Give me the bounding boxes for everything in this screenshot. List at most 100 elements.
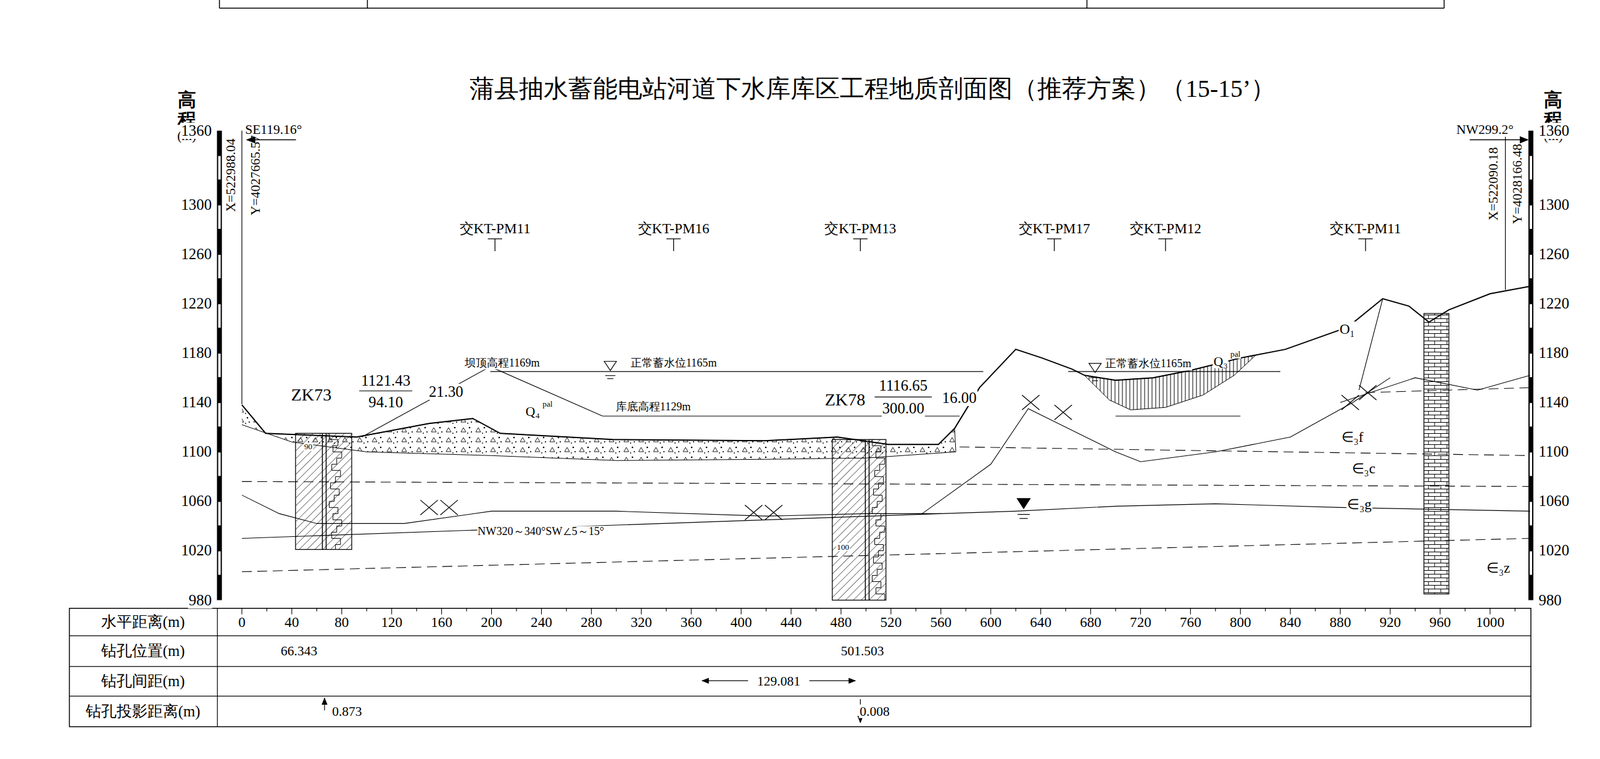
table-tick <box>1340 608 1341 615</box>
table-tick <box>1140 608 1141 615</box>
borehole-column <box>832 439 887 600</box>
bedding-attitude: NW320～340°SW∠5～15° <box>476 525 605 538</box>
table-tick <box>840 608 842 615</box>
borehole-water-depth: 16.00 <box>941 389 978 407</box>
coordinate: Y=4027665.57 <box>248 135 263 217</box>
elevation-ruler <box>218 501 221 526</box>
borehole-elevation: 1121.43 <box>360 372 411 389</box>
q3-deposit <box>1084 355 1256 410</box>
borehole-water-depth: 21.30 <box>428 383 465 400</box>
ground-surface <box>241 286 1531 445</box>
elevation-tick: 1220 <box>1538 295 1571 312</box>
table-tick <box>466 608 468 612</box>
frame-line <box>1086 0 1088 9</box>
bearing-arrow <box>1469 139 1528 141</box>
elevation-ruler <box>1529 304 1533 328</box>
table-tick <box>1514 608 1516 612</box>
table-tick <box>1040 608 1041 615</box>
elevation-ruler <box>218 402 221 427</box>
projection-distance: 0.008 <box>858 704 890 719</box>
section-point: 交KT-PM17 <box>1018 220 1091 236</box>
borehole-elevation: 1116.65 <box>878 377 929 394</box>
stratum-genesis: pal <box>541 399 553 409</box>
distance-tick: 480 <box>829 614 853 630</box>
borehole-axis <box>865 439 867 600</box>
borehole-position: 66.343 <box>280 644 318 659</box>
elevation-ruler <box>218 156 221 180</box>
section-edge <box>1504 130 1506 291</box>
elevation-ruler <box>1529 501 1533 526</box>
distance-tick: 960 <box>1429 614 1452 630</box>
stratum-code: Q₄ <box>525 404 541 419</box>
bearing: NW299.2° <box>1455 122 1515 137</box>
elevation-ruler <box>1528 130 1534 601</box>
table-tick <box>1264 608 1266 612</box>
table-tick <box>815 608 817 612</box>
table-tick <box>915 608 917 612</box>
table-tick <box>491 608 492 615</box>
section-point-tick <box>494 238 496 252</box>
table-tick <box>1190 608 1191 615</box>
table-frame <box>69 608 1531 727</box>
table-tick <box>691 608 692 615</box>
core-log <box>872 439 885 600</box>
stratum-code: ∈₃g <box>1346 496 1373 512</box>
distance-tick: 240 <box>530 614 553 630</box>
table-tick <box>591 608 592 615</box>
distance-tick: 560 <box>929 614 953 630</box>
table-tick <box>266 608 268 612</box>
fault-mark <box>1358 385 1377 400</box>
water-level-line <box>1068 371 1281 373</box>
table-tick <box>641 608 642 615</box>
distance-tick: 680 <box>1079 614 1103 630</box>
table-tick <box>1214 608 1216 612</box>
table-tick <box>865 608 867 612</box>
coordinate: X=522090.18 <box>1486 146 1501 221</box>
distance-tick: 600 <box>979 614 1003 630</box>
water-level-symbol <box>607 378 614 379</box>
floor-elevation: 库底高程1129m <box>615 401 692 413</box>
table-header: 钻孔投影距离(m) <box>85 703 202 720</box>
table-tick <box>665 608 667 612</box>
table-tick <box>1090 608 1091 615</box>
table-tick <box>615 608 617 612</box>
elevation-ruler <box>217 130 223 601</box>
elevation-ruler <box>1529 156 1533 180</box>
elevation-tick: 1360 <box>180 122 213 139</box>
distance-tick: 760 <box>1179 614 1203 630</box>
table-tick <box>1464 608 1466 612</box>
distance-tick: 200 <box>480 614 503 630</box>
borehole-depth: 94.10 <box>367 394 404 411</box>
table-tick <box>515 608 517 612</box>
table-tick <box>965 608 967 612</box>
fault-mark <box>420 499 438 515</box>
stratum-genesis: pal <box>1229 349 1241 359</box>
water-level-symbol <box>604 361 617 371</box>
elevation-tick: 1360 <box>1538 122 1571 139</box>
borehole-depth: 300.00 <box>881 400 925 417</box>
table-tick <box>391 608 392 615</box>
water-level-symbol <box>605 375 616 376</box>
borehole-axis <box>868 439 871 600</box>
section-point: 交KT-PM13 <box>823 220 897 236</box>
table-tick <box>241 608 242 615</box>
coordinate: X=522988.04 <box>223 138 239 213</box>
borehole-id: ZK78 <box>824 391 867 410</box>
elevation-ruler <box>1529 402 1533 427</box>
table-tick <box>1164 608 1166 612</box>
title: 蒲县抽水蓄能电站河道下水库库区工程地质剖面图（推荐方案）（15-15’） <box>469 72 1276 106</box>
frame-line <box>219 0 221 9</box>
elevation-tick: 1100 <box>1538 443 1570 460</box>
fraction-line <box>874 396 932 398</box>
borehole-axis <box>322 433 324 550</box>
table-tick <box>1489 608 1491 615</box>
table-header: 钻孔间距(m) <box>100 673 186 690</box>
elevation-tick: 1300 <box>1538 196 1571 213</box>
groundwater-symbol <box>1019 518 1028 519</box>
distance-tick: 320 <box>630 614 653 630</box>
core-recovery: 100 <box>836 543 850 552</box>
table-tick <box>441 608 442 615</box>
water-level-symbol <box>1089 377 1101 378</box>
table-tick <box>1015 608 1017 612</box>
